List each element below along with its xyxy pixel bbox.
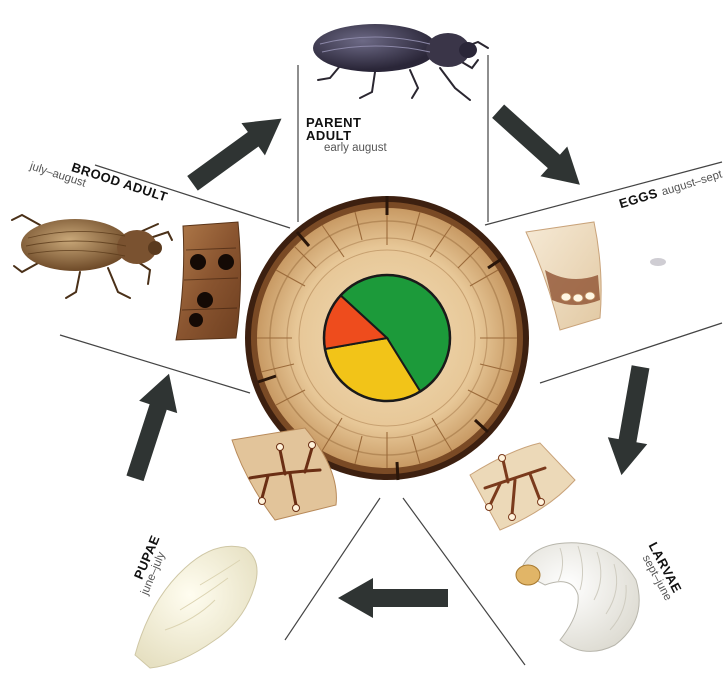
brood-bark-illustration <box>176 222 241 340</box>
larva-grub <box>516 543 639 652</box>
brood-adult-beetle <box>12 215 172 298</box>
arrow-icon <box>485 96 594 199</box>
arrow-icon <box>116 368 188 485</box>
arrow-icon <box>602 363 660 478</box>
pie-chart <box>324 275 450 401</box>
divider-line <box>285 498 380 640</box>
eggs-bark-illustration <box>526 222 666 330</box>
arrow-icon <box>338 578 448 618</box>
parent-title-2: ADULT <box>306 129 352 142</box>
parent-period: early august <box>324 142 387 154</box>
larvae-bark-illustration <box>470 443 575 530</box>
parent-adult-beetle <box>313 24 488 100</box>
arrow-icon <box>181 102 294 199</box>
divider-line <box>60 335 250 393</box>
